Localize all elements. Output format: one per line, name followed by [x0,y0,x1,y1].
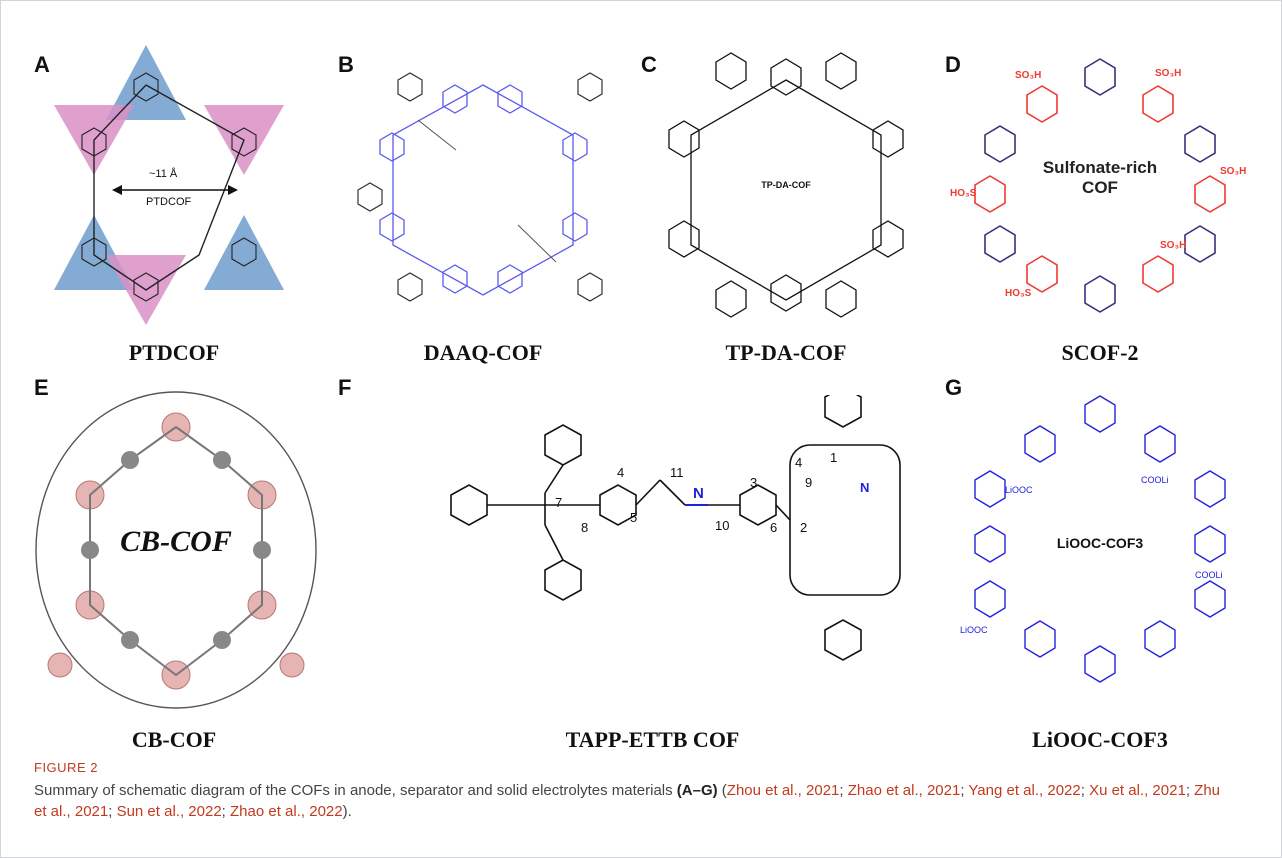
scof-2-structure [974,58,1226,313]
ptdcof-pore-size: ~11 Å [149,168,178,180]
position-number-2: 2 [800,520,808,535]
ptdcof-structure [54,45,284,325]
liooc-cof3-inner-label: LiOOC-COF3 [1056,535,1144,551]
position-number-9: 9 [805,475,813,490]
position-number-4b: 4 [795,455,803,470]
position-number-3: 3 [750,475,758,490]
panel-letter-a: A [34,52,50,77]
caption-text: Summary of schematic diagram of the COFs… [34,782,677,799]
liooc-label: LiOOC [1005,485,1033,495]
ptdcof-inner-label: PTDCOF [146,196,192,208]
panel-g-liooc-cof3: LiOOC-COF3 COOLi LiOOC COOLi LiOOC [945,385,1255,705]
caption-end: ). [342,803,352,820]
position-number-8: 8 [581,520,589,535]
panel-e-cb-cof: CB-COF [30,385,322,715]
reference-link[interactable]: Yang et al., 2022 [968,782,1081,799]
daaq-cof-structure [357,72,603,302]
cb-cof-structure [35,391,317,709]
position-number-5: 5 [630,510,638,525]
panel-a-ptdcof: ~11 Å PTDCOF [34,40,314,330]
panel-letter-g: G [945,375,963,400]
panel-letter-d: D [945,52,961,77]
reference-link[interactable]: Xu et al., 2021 [1089,782,1186,799]
position-number-1: 1 [830,450,838,465]
so3h-label: SO₃H [1155,68,1182,79]
cooli-label: COOLi [1195,570,1223,580]
reference-link[interactable]: Zhao et al., 2021 [847,782,961,799]
cb-cof-inner-label: CB-COF [120,525,232,558]
panel-e-title: CB-COF [131,727,217,752]
position-number-10: 10 [715,518,730,533]
panel-a-title: PTDCOF [128,340,220,365]
so3h-label: SO₃H [1220,166,1247,177]
position-number-11: 11 [670,465,684,480]
position-number-4: 4 [617,465,625,480]
panel-g-title: LiOOC-COF3 [1032,727,1168,752]
panel-d-scof-2: Sulfonate-rich COF SO₃H SO₃H HO₃S SO₃H S… [945,40,1255,330]
reference-link[interactable]: Zhou et al., 2021 [726,782,840,799]
reference-separator: ; [1080,782,1090,799]
panel-c-tp-da-cof: TP-DA-COF [641,40,931,330]
figure-caption: Summary of schematic diagram of the COFs… [34,780,1234,822]
so3h-label: SO₃H [1015,70,1042,81]
scof-2-inner-line2: COF [1082,178,1118,197]
reference-separator: ; [960,782,969,799]
panel-letter-f: F [338,375,352,400]
reference-link[interactable]: Zhu et al., 2021 [34,782,1221,820]
ho3s-label: HO₃S [1005,288,1032,299]
tp-da-cof-structure [668,52,904,318]
panel-f-tapp-ettb-cof: N N 11 4 5 10 3 6 7 8 9 2 1 4 [395,395,910,700]
liooc-cof3-structure [974,395,1226,683]
figure-number: FIGURE 2 [34,760,98,775]
scof-2-inner-line1: Sulfonate-rich [1042,158,1158,177]
porphyrin-n-label: N [860,480,870,495]
caption-references: Zhou et al., 2021; Zhao et al., 2021; Ya… [34,782,1220,820]
reference-link[interactable]: Sun et al., 2022 [116,803,222,820]
tp-da-cof-inner-label: TP-DA-COF [761,180,811,190]
reference-separator: ; [839,782,848,799]
reference-separator: ; [221,803,231,820]
caption-paren: ( [717,782,727,799]
panel-b-daaq-cof [338,40,628,330]
panel-d-title: SCOF-2 [1061,340,1139,365]
panel-b-title: DAAQ-COF [423,340,543,365]
cooli-label: COOLi [1141,475,1169,485]
panel-f-title: TAPP-ETTB COF [565,727,740,752]
panel-letter-b: B [338,52,354,77]
reference-link[interactable]: Zhao et al., 2022 [230,803,343,820]
ho3s-label: HO₃S [950,188,977,199]
tapp-ettb-cof-structure [450,395,901,661]
caption-panel-range: (A–G) [676,782,718,799]
position-number-7: 7 [555,495,563,510]
reference-separator: ; [108,803,117,820]
reference-separator: ; [1185,782,1195,799]
imine-n-label: N [693,485,704,502]
liooc-label: LiOOC [960,625,988,635]
panel-letter-e: E [34,375,49,400]
so3h-label: SO₃H [1160,240,1187,251]
position-number-6: 6 [770,520,778,535]
panel-letter-c: C [641,52,657,77]
panel-c-title: TP-DA-COF [725,340,847,365]
